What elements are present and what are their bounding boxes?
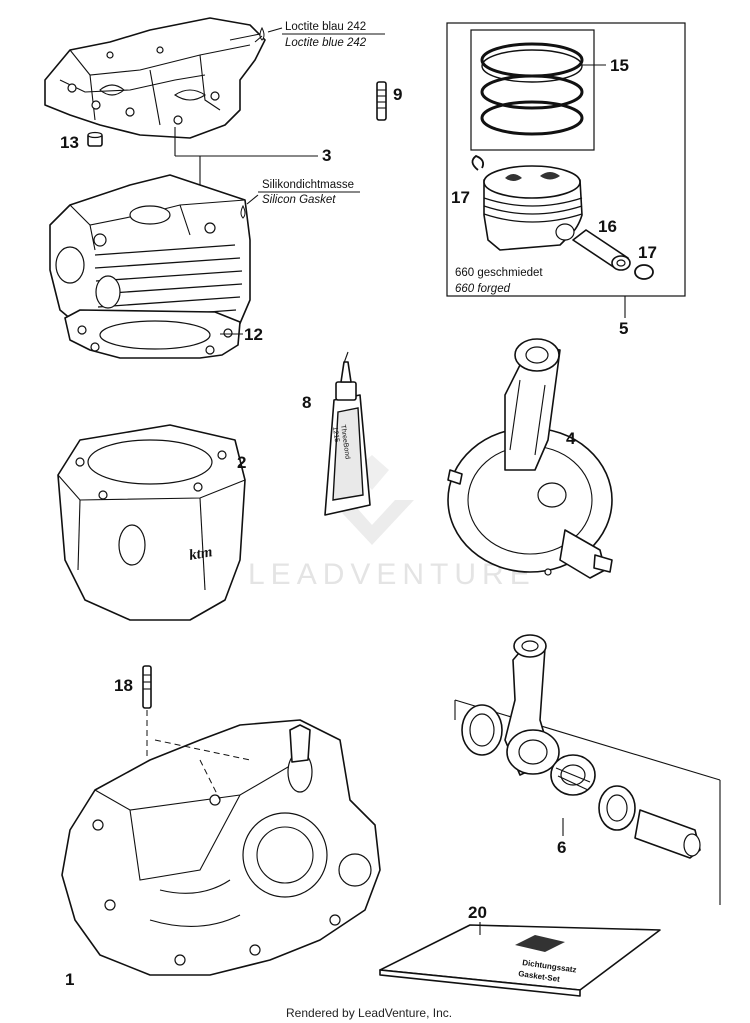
piston-kit-box — [446, 22, 686, 297]
sealant-tube-8[interactable]: ThreeBond 1215 — [324, 351, 371, 516]
circlip-17-right[interactable] — [634, 264, 654, 280]
callout-13: 13 — [60, 133, 79, 152]
loctite-note-en: Loctite blue 242 — [285, 37, 367, 49]
cylinder-head[interactable] — [49, 174, 251, 351]
gasket-set-20[interactable]: Dichtungssatz Gasket-Set — [379, 924, 661, 997]
crankcase-1[interactable] — [61, 719, 381, 976]
cylinder-logo: ktm — [188, 544, 214, 564]
crankshaft-4[interactable] — [447, 338, 613, 579]
bolt-9[interactable] — [376, 81, 387, 121]
stud-18[interactable] — [142, 665, 152, 709]
sleeve-13[interactable] — [87, 131, 103, 147]
cylinder-2[interactable]: ktm — [57, 424, 246, 621]
valve-cover[interactable] — [44, 17, 266, 139]
silicon-drop — [240, 204, 246, 219]
watermark-logo — [330, 500, 414, 545]
circlip-17-left[interactable] — [471, 154, 485, 171]
callout-1: 1 — [65, 970, 74, 989]
callout-6: 6 — [557, 838, 566, 857]
callout-18: 18 — [114, 676, 133, 695]
piston[interactable] — [483, 165, 583, 251]
callout-2: 2 — [237, 453, 246, 472]
callout-3: 3 — [322, 146, 331, 165]
footer-credit: Rendered by LeadVenture, Inc. — [286, 1006, 452, 1020]
piston-note-en: 660 forged — [455, 283, 511, 295]
piston-note-de: 660 geschmiedet — [455, 267, 543, 279]
callout-4: 4 — [566, 429, 576, 448]
callout-17-left: 17 — [451, 188, 470, 207]
silikon-note-en: Silicon Gasket — [262, 194, 336, 206]
callout-9: 9 — [393, 85, 402, 104]
watermark: LEADVENTURE — [248, 455, 536, 591]
loctite-note-de: Loctite blau 242 — [285, 21, 366, 33]
piston-rings-15[interactable] — [480, 42, 584, 136]
callout-16: 16 — [598, 217, 617, 236]
tube-label-code: 1215 — [331, 426, 340, 443]
head-gasket-12[interactable] — [64, 309, 241, 359]
callout-20: 20 — [468, 903, 487, 922]
tube-label-brand: ThreeBond — [339, 424, 351, 459]
callout-17-right: 17 — [638, 243, 657, 262]
callout-5: 5 — [619, 319, 628, 338]
conrod-kit-6[interactable] — [454, 634, 721, 905]
watermark-text: LEADVENTURE — [248, 558, 536, 591]
loctite-drop — [259, 26, 265, 41]
callout-8: 8 — [302, 393, 311, 412]
callout-12: 12 — [244, 325, 263, 344]
silikon-note-de: Silikondichtmasse — [262, 179, 354, 191]
piston-pin-16[interactable] — [572, 229, 631, 271]
callout-15: 15 — [610, 56, 629, 75]
